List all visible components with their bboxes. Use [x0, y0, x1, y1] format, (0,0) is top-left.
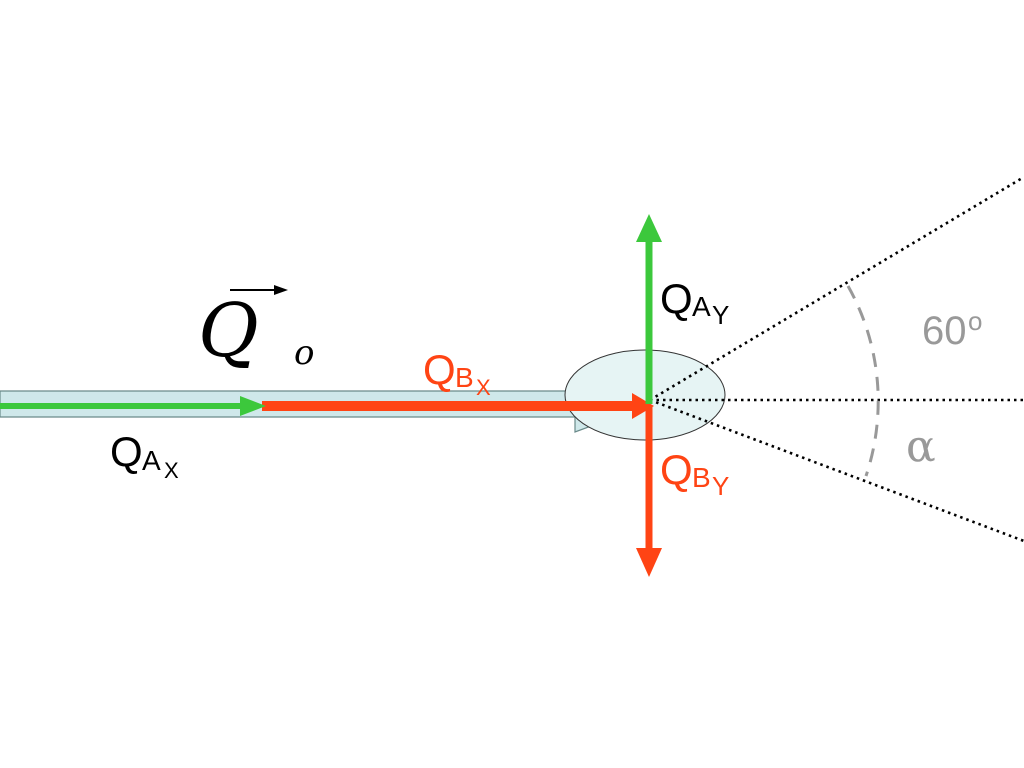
qbx-sub2: X — [476, 375, 491, 400]
qby-main: Q — [660, 446, 693, 493]
qay-main: Q — [660, 275, 693, 322]
qbx-label: Q B X — [423, 346, 491, 400]
angle-60-value: 60 — [922, 309, 967, 353]
qay-arrow-head — [636, 214, 662, 242]
vector-subscript: o — [294, 333, 314, 373]
qax-sub1: A — [142, 445, 161, 476]
vector-q-symbol: Q — [198, 288, 259, 374]
qby-label: Q B Y — [660, 446, 729, 501]
vector-bar-arrowhead-icon — [274, 285, 288, 295]
qay-label: Q A Y — [660, 275, 729, 330]
angle-60-label: 60 o — [922, 306, 982, 353]
qbx-arrow-head — [632, 393, 654, 419]
dotted-lower-line — [649, 398, 1024, 543]
qby-sub2: Y — [712, 471, 729, 501]
qbx-main: Q — [423, 346, 456, 393]
qay-sub2: Y — [712, 300, 729, 330]
angle-arc — [846, 285, 880, 477]
qay-sub1: A — [692, 291, 711, 322]
dotted-upper-line — [649, 175, 1024, 402]
angle-alpha-label: α — [906, 421, 936, 472]
angle-60-degree: o — [968, 306, 982, 336]
qax-sub2: X — [164, 458, 179, 483]
qby-arrow-head — [636, 548, 662, 577]
collision-ellipse — [564, 349, 726, 441]
qax-label: Q A X — [110, 428, 179, 483]
qax-arrow-head — [240, 396, 266, 416]
qbx-sub1: B — [455, 362, 474, 393]
qax-main: Q — [110, 428, 143, 475]
qby-sub1: B — [692, 462, 711, 493]
